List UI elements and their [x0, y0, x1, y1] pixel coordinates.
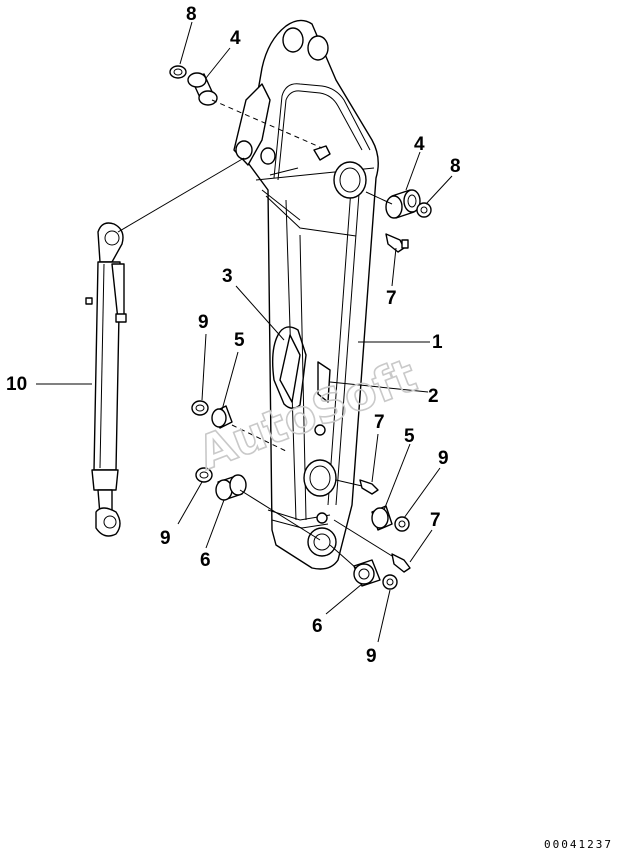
assembly-lines — [117, 99, 393, 569]
callout-5-left: 5 — [234, 330, 245, 351]
callout-9-left-upper: 9 — [198, 312, 209, 333]
callout-3: 3 — [222, 266, 233, 287]
callout-2: 2 — [428, 386, 439, 407]
callout-6-left: 6 — [200, 550, 211, 571]
callout-8-right: 8 — [450, 156, 461, 177]
callout-5-right: 5 — [404, 426, 415, 447]
callout-4-right: 4 — [414, 134, 425, 155]
callout-4-top: 4 — [230, 28, 241, 49]
drawing-code: 00041237 — [544, 838, 613, 851]
parts-small — [169, 65, 432, 590]
callout-1: 1 — [432, 332, 443, 353]
callout-7-middle: 7 — [374, 412, 385, 433]
callouts: 8 4 4 8 7 3 1 2 9 5 10 7 5 9 9 6 7 6 9 — [6, 4, 461, 667]
callout-6-lower: 6 — [312, 616, 323, 637]
callout-10: 10 — [6, 374, 27, 395]
callout-9-left-lower: 9 — [160, 528, 171, 549]
callout-9-lower: 9 — [366, 646, 377, 667]
boom-arm — [233, 19, 379, 570]
boom-cylinder — [85, 222, 127, 537]
leader-lines — [36, 21, 453, 643]
callout-8-top: 8 — [186, 4, 197, 25]
callout-7-lower: 7 — [430, 510, 441, 531]
callout-9-right-upper: 9 — [438, 448, 449, 469]
callout-7-upper: 7 — [386, 288, 397, 309]
